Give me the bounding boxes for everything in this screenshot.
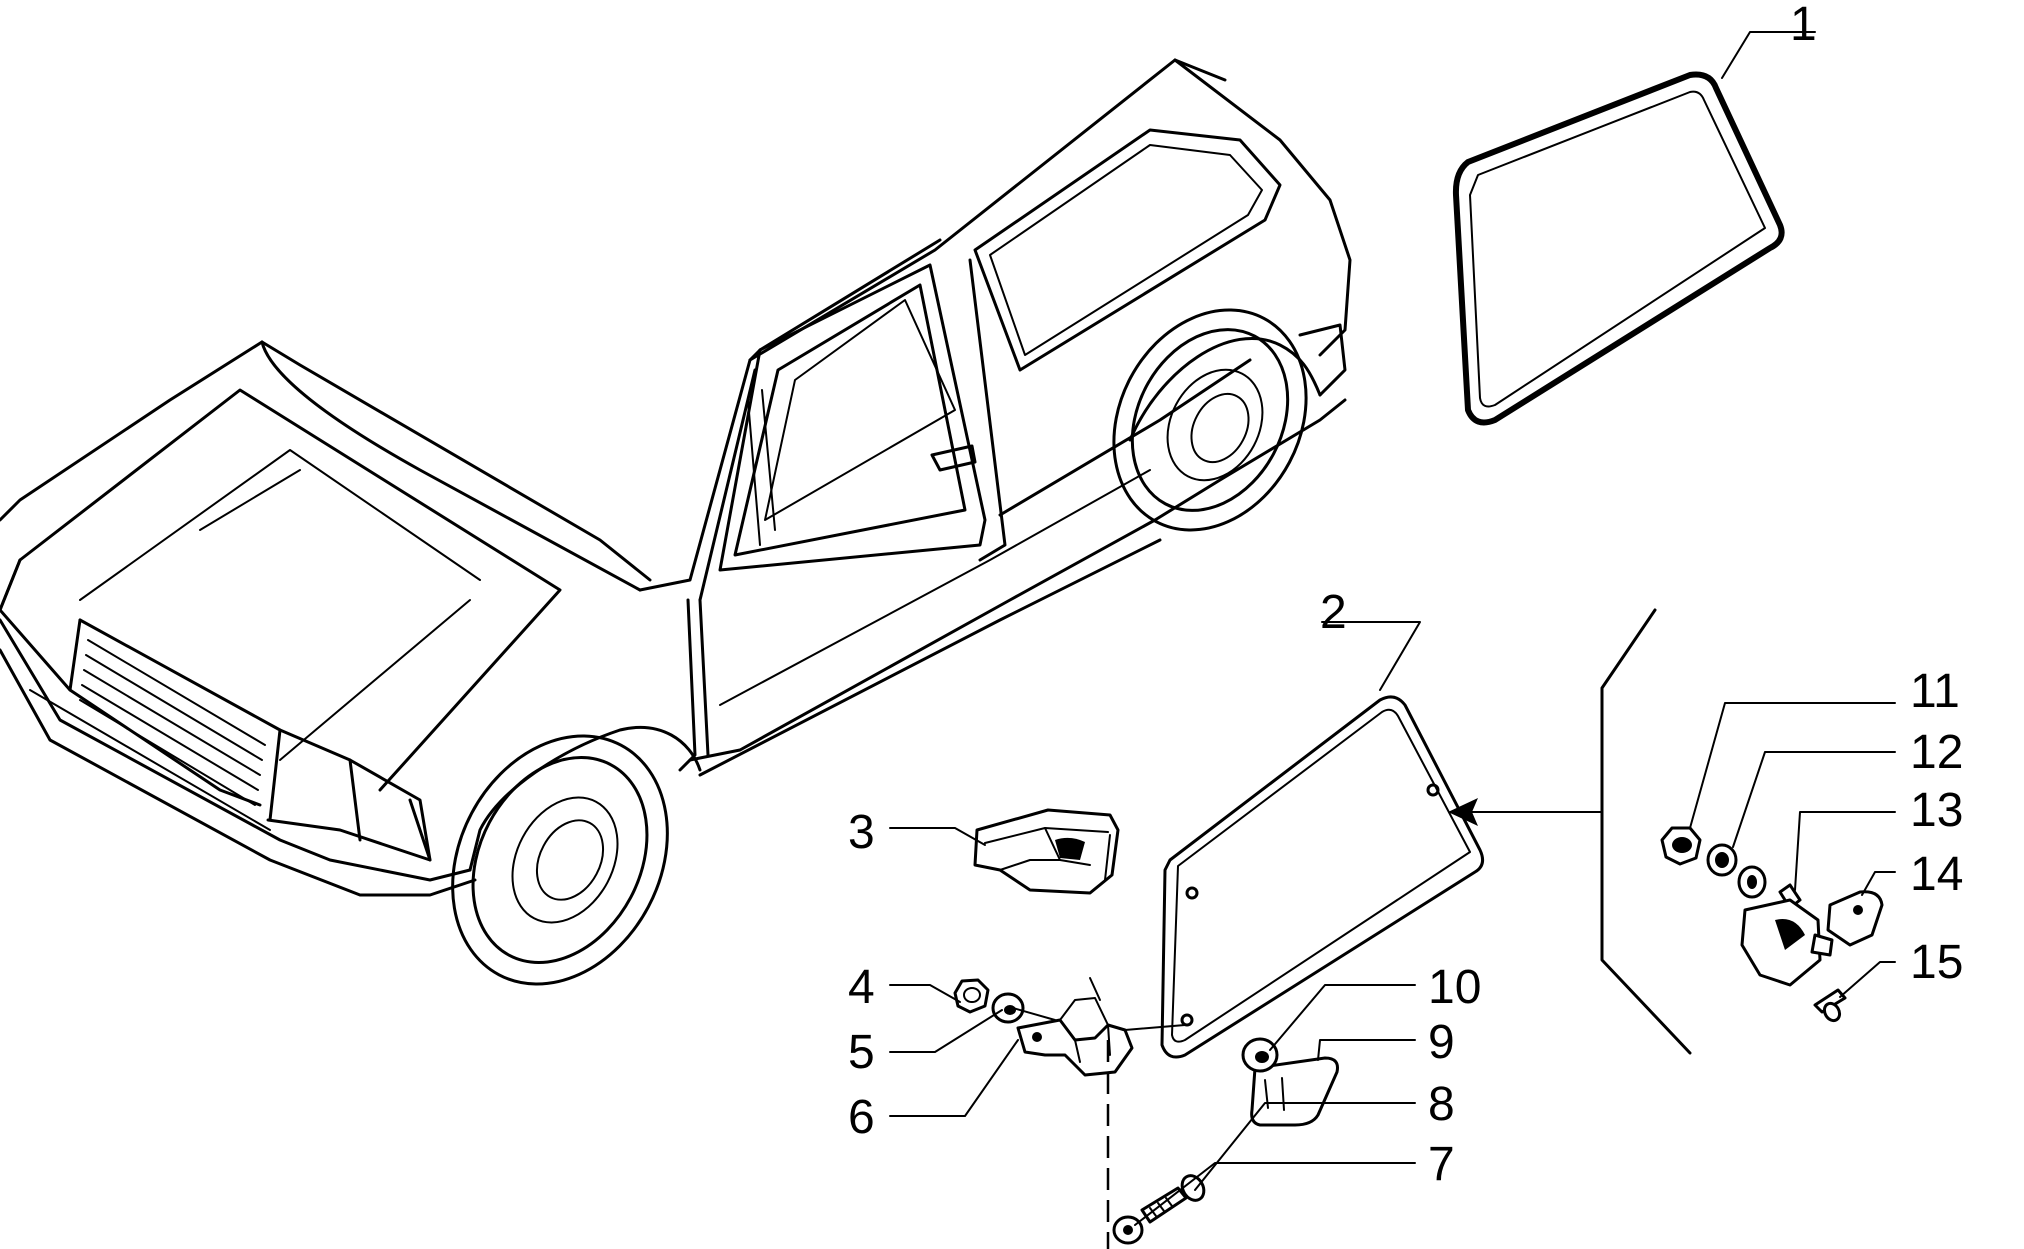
callout-10: 10 [1428, 961, 1481, 1014]
hinge-bracket-part [1016, 977, 1134, 1077]
callout-3: 3 [848, 806, 875, 859]
callout-15: 15 [1910, 936, 1963, 989]
leader-lines [889, 31, 1896, 1226]
callout-labels: 1 2 3 4 5 6 7 8 9 10 11 12 13 14 15 [848, 0, 1963, 1191]
front-wheel [451, 734, 669, 986]
screw-part [1140, 1174, 1206, 1224]
bracket-cover-part [973, 808, 1120, 895]
callout-14: 14 [1910, 848, 1963, 901]
callout-5: 5 [848, 1026, 875, 1079]
rear-wheel [1112, 308, 1308, 532]
washer-part-10 [1241, 1037, 1279, 1073]
callout-1: 1 [1790, 0, 1817, 51]
callout-2: 2 [1320, 586, 1347, 639]
callout-8: 8 [1428, 1078, 1455, 1131]
nut-part [953, 978, 990, 1014]
callout-11: 11 [1910, 665, 1960, 718]
small-washer-part [1112, 1215, 1144, 1245]
glass-panel-part [1160, 695, 1485, 1059]
callout-7: 7 [1428, 1138, 1455, 1191]
callout-6: 6 [848, 1091, 875, 1144]
car-illustration [0, 58, 1352, 897]
window-seal-part [1452, 71, 1785, 426]
callout-4: 4 [848, 961, 875, 1014]
alignment-line [1012, 1007, 1186, 1249]
callout-12: 12 [1910, 726, 1963, 779]
washer-part [991, 992, 1025, 1024]
callout-13: 13 [1910, 784, 1963, 837]
detail-latch-assembly [1660, 826, 1884, 1023]
callout-9: 9 [1428, 1016, 1455, 1069]
detail-bracket [1448, 608, 1692, 1055]
